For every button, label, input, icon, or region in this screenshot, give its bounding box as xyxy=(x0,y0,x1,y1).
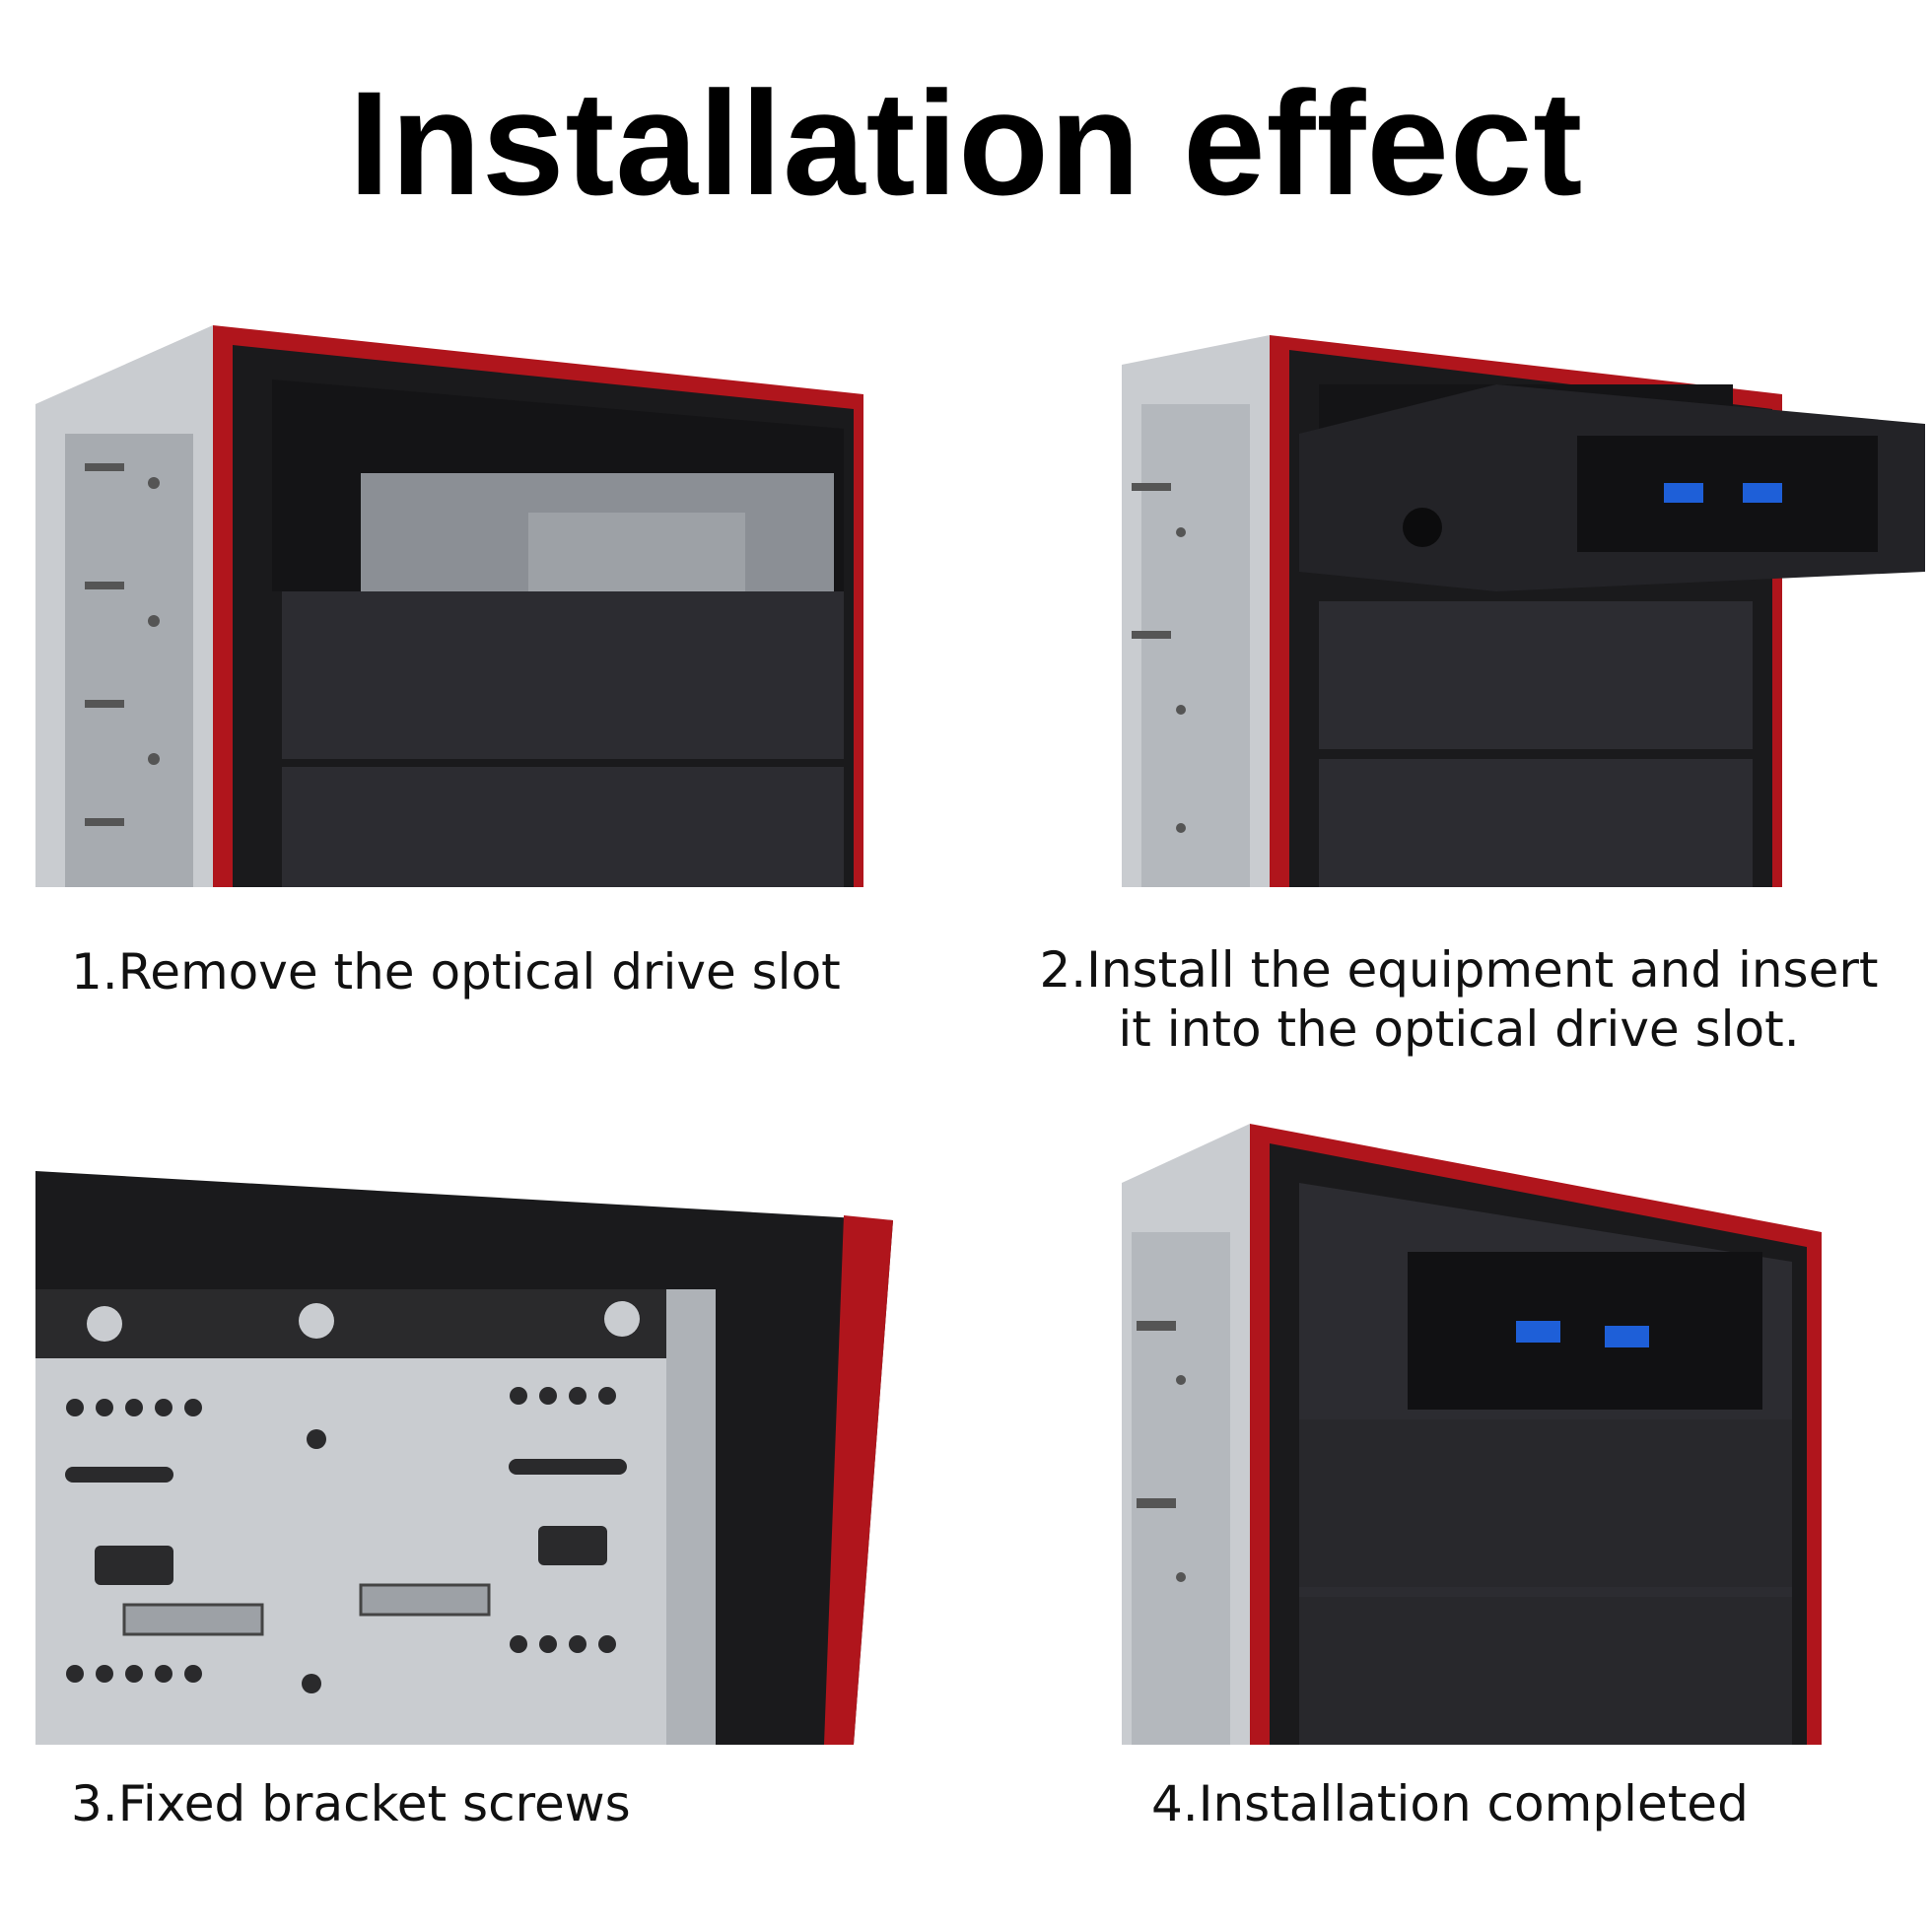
step-3-caption: 3.Fixed bracket screws xyxy=(71,1775,631,1832)
step-1-photo xyxy=(35,325,863,887)
step-1-caption: 1.Remove the optical drive slot xyxy=(71,943,841,1000)
step-2-caption: 2.Install the equipment and insert it in… xyxy=(1039,941,1879,1058)
step-3-photo xyxy=(35,1171,893,1745)
step-4-photo xyxy=(1122,1124,1822,1745)
step-4-caption: 4.Installation completed xyxy=(1151,1775,1749,1832)
page-title: Installation effect xyxy=(348,60,1584,226)
step-2-photo xyxy=(1122,335,1925,887)
